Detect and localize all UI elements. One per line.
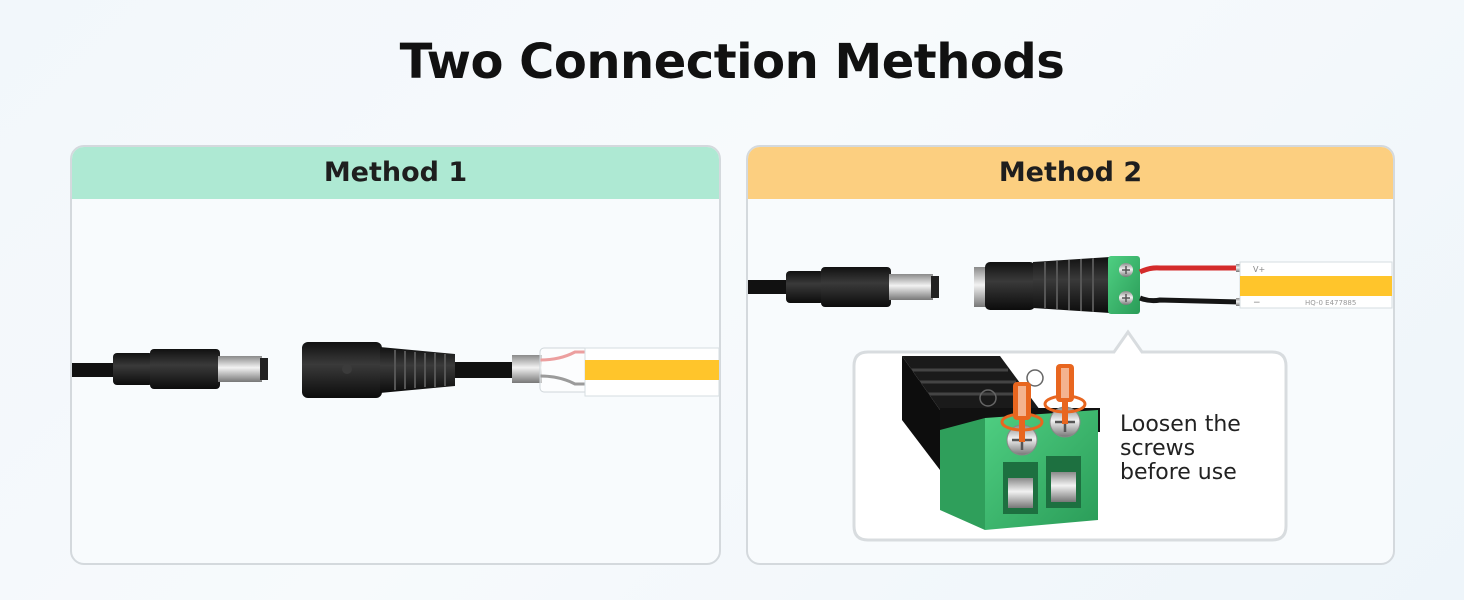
method-2-header: Method 2 [748, 147, 1393, 199]
page-title: Two Connection Methods [399, 34, 1065, 90]
screwdriver-left-icon [1000, 382, 1044, 442]
loosen-screws-note: Loosen the screws before use [1120, 413, 1241, 485]
method-1-dc-female-connector [302, 342, 515, 398]
strip-negative-label: − [1253, 298, 1261, 308]
method-1-header: Method 1 [72, 147, 719, 199]
note-line-1: Loosen the [1120, 412, 1241, 437]
method-2-wires [1138, 264, 1246, 306]
method-1-cob-led-strip [584, 347, 720, 397]
method-2-cob-led-strip [1239, 261, 1393, 309]
terminal-block-closeup [902, 356, 1100, 530]
method-2-dc-female-terminal-adapter [974, 256, 1140, 314]
strip-positive-label: V+ [1253, 265, 1265, 274]
method-1-dc-male-plug [72, 349, 268, 389]
screwdriver-right-icon [1043, 364, 1087, 424]
strip-print-text: HQ-0 E477885 [1305, 299, 1356, 307]
note-line-3: before use [1120, 460, 1237, 485]
method-2-dc-male-plug [748, 267, 939, 307]
note-line-2: screws [1120, 436, 1196, 461]
